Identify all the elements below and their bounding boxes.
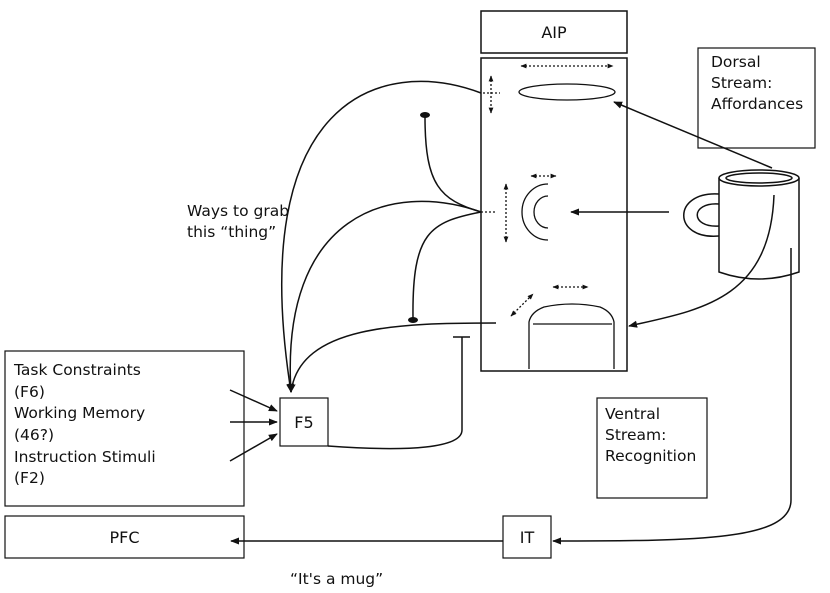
task-to-f5-arrow-1	[230, 390, 277, 411]
side-grip-arc-icon	[522, 184, 548, 240]
ventral-line-3: Recognition	[605, 446, 696, 467]
dorsal-stream-line-3: Affordances	[711, 94, 803, 115]
ventral-path-arrow	[553, 248, 791, 541]
ways-caption-line-1: Ways to grab	[187, 201, 289, 222]
task-line-6: (F2)	[14, 468, 156, 490]
ways-caption-line-2: this “thing”	[187, 222, 289, 243]
f5-label: F5	[280, 398, 328, 446]
aip-bottom-to-f5-curve	[291, 323, 496, 392]
inhibit-top-line	[425, 117, 481, 212]
ways-to-grab-caption: Ways to grab this “thing”	[187, 201, 289, 243]
task-line-4: (46?)	[14, 425, 156, 447]
its-a-mug-caption: “It's a mug”	[290, 569, 383, 590]
inhibit-bottom-ball	[408, 317, 418, 323]
pfc-label: PFC	[5, 516, 244, 558]
cylinder-grip-icon	[529, 304, 614, 369]
task-to-f5-arrow-3	[230, 434, 277, 461]
aip-label: AIP	[481, 11, 627, 53]
opposition-ellipse-icon	[519, 84, 615, 100]
task-constraints-label: Task Constraints (F6) Working Memory (46…	[14, 360, 156, 490]
ventral-line-2: Stream:	[605, 425, 696, 446]
it-label: IT	[503, 516, 551, 558]
dorsal-stream-line-1: Dorsal	[711, 52, 803, 73]
inhibit-bottom-line	[413, 212, 481, 318]
ventral-stream-label: Ventral Stream: Recognition	[605, 404, 696, 467]
dorsal-stream-line-2: Stream:	[711, 73, 803, 94]
side-grip-arc-inner-icon	[534, 196, 548, 228]
dorsal-stream-label: Dorsal Stream: Affordances	[711, 52, 803, 115]
aip-top-to-f5-curve	[282, 81, 481, 392]
inhibit-top-ball	[420, 112, 430, 118]
task-line-1: Task Constraints	[14, 360, 156, 382]
f5-feedback-line	[328, 337, 462, 449]
task-line-3: Working Memory	[14, 403, 156, 425]
task-line-2: (F6)	[14, 382, 156, 404]
mug-to-cylinder-arrow	[629, 195, 774, 326]
aip-feature-icons	[481, 66, 615, 369]
task-line-5: Instruction Stimuli	[14, 447, 156, 469]
mug-icon	[684, 170, 799, 279]
aip-mid-to-f5-curve	[290, 201, 481, 392]
ventral-line-1: Ventral	[605, 404, 696, 425]
